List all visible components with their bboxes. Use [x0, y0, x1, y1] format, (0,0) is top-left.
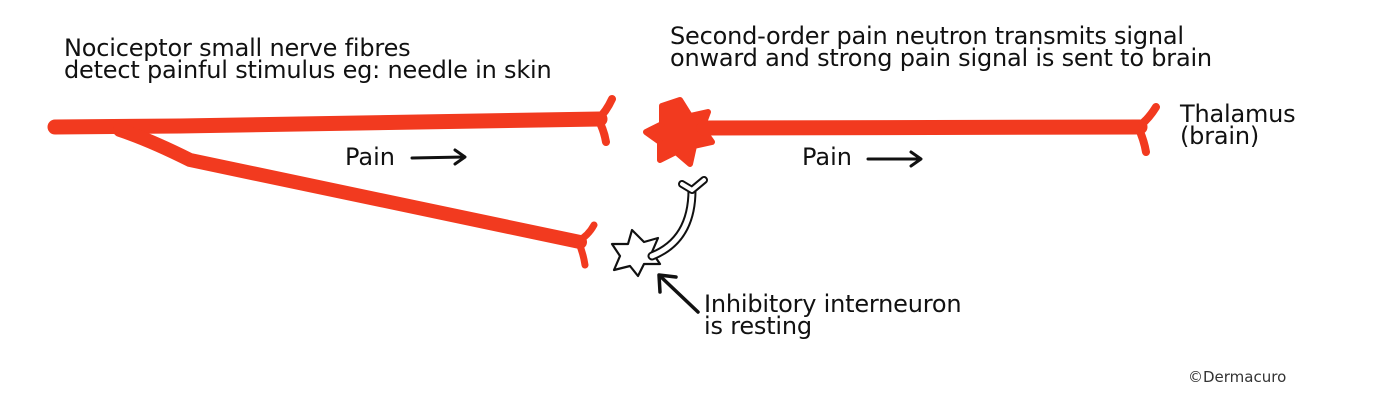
thalamus-label-line1: Thalamus [1180, 100, 1296, 128]
pain-arrow-right [866, 150, 923, 168]
thalamus-label-line2: (brain) [1180, 122, 1260, 150]
nociceptor-terminal-lower [574, 221, 598, 269]
thalamus-label: Thalamus (brain) [1180, 100, 1296, 150]
second-order-label-line2: onward and strong pain signal is sent to… [670, 44, 1212, 72]
nociceptor-terminal-upper [594, 95, 616, 146]
nociceptor-label-line1: Nociceptor small nerve fibres [64, 34, 411, 62]
second-order-neuron-body [643, 97, 715, 167]
interneuron-label: Inhibitory interneuron is resting [704, 290, 962, 340]
interneuron-pointer-arrow [657, 273, 700, 314]
pain-label-right: Pain [802, 143, 852, 171]
nociceptor-fibre-lower [113, 123, 587, 249]
pain-label-left: Pain [345, 143, 395, 171]
nociceptor-label-line2: detect painful stimulus eg: needle in sk… [64, 56, 552, 84]
nociceptor-fibre-upper [47, 111, 608, 135]
second-order-label-line1: Second-order pain neutron transmits sign… [670, 22, 1184, 50]
inhibitory-interneuron-body [610, 228, 662, 278]
interneuron-label-line2: is resting [704, 312, 812, 340]
second-order-axon [696, 119, 1148, 136]
thalamus-terminal [1134, 103, 1160, 156]
pain-arrow-left [410, 148, 467, 166]
second-order-label: Second-order pain neutron transmits sign… [670, 22, 1212, 72]
copyright-text: ©Dermacuro [1188, 368, 1287, 386]
nociceptor-label: Nociceptor small nerve fibres detect pai… [64, 34, 552, 84]
interneuron-label-line1: Inhibitory interneuron [704, 290, 962, 318]
